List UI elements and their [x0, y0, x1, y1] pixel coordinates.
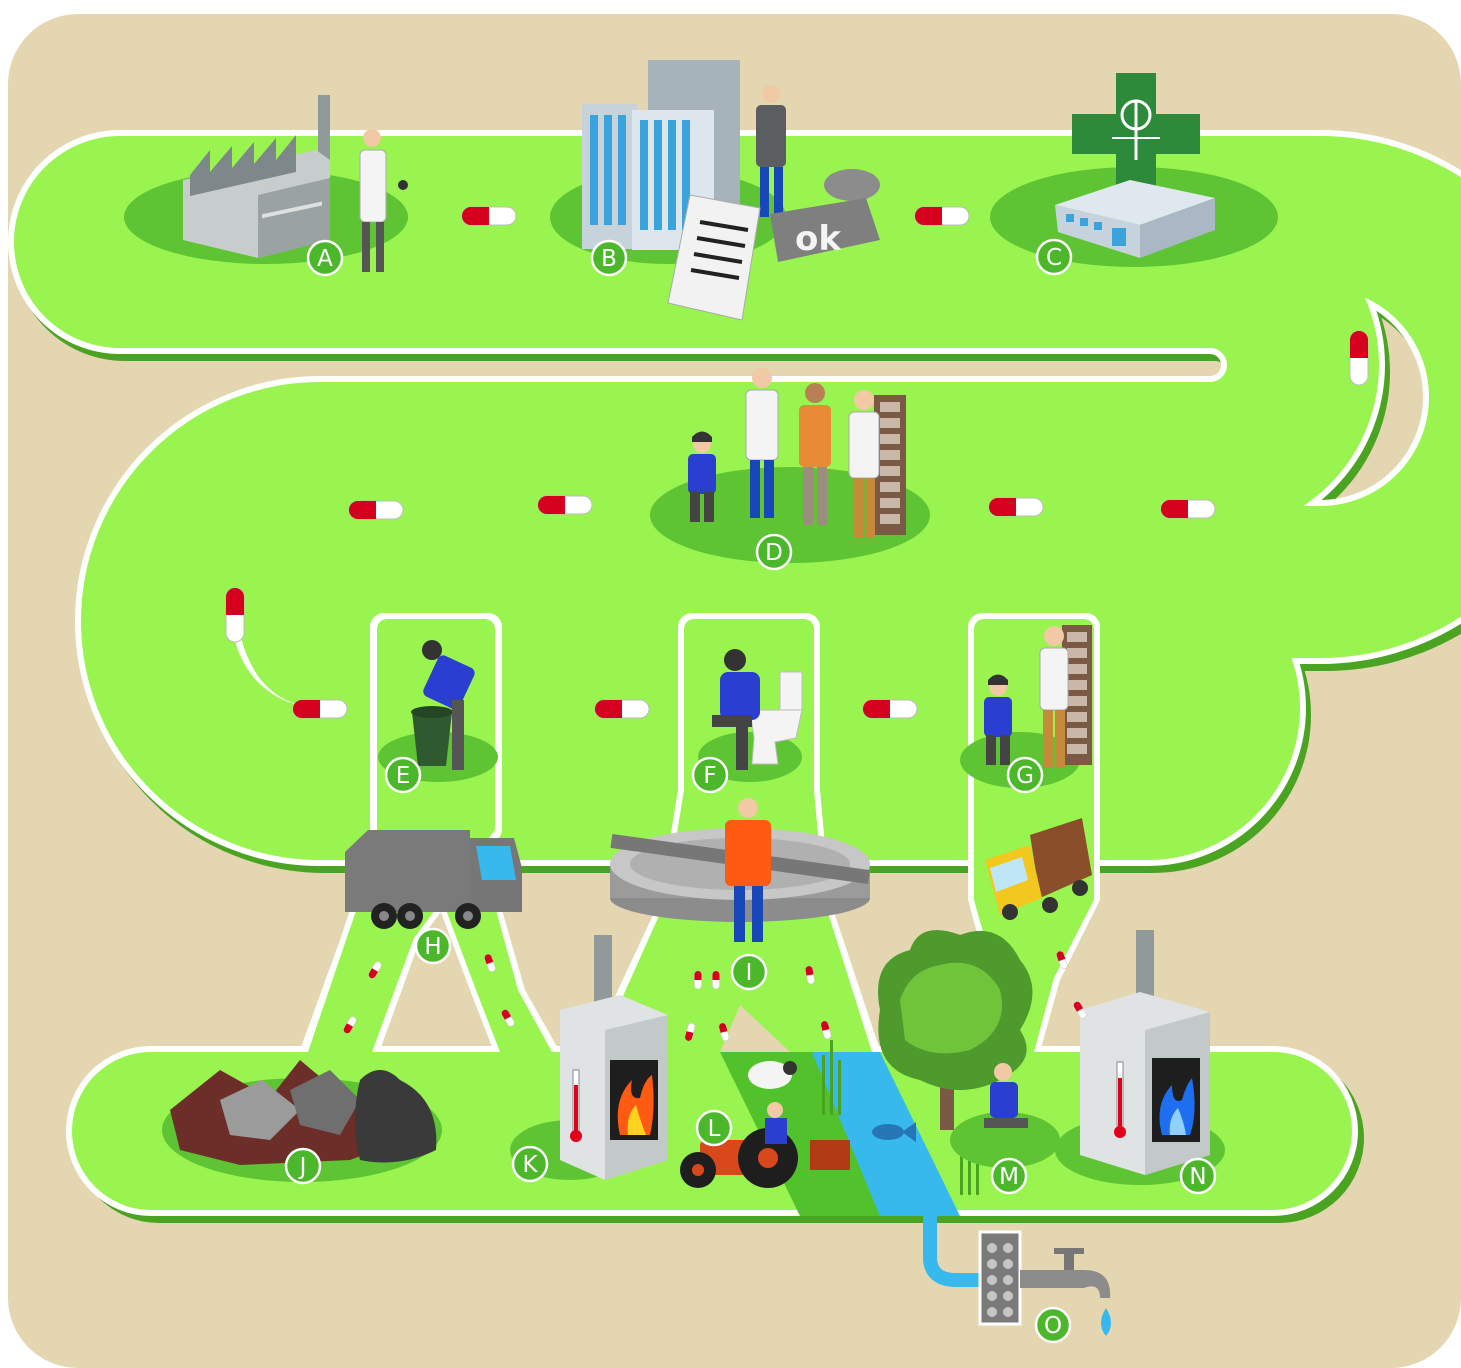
badge-label: C — [1046, 245, 1062, 271]
badge-label: A — [317, 246, 333, 272]
factory-chemist-icon — [183, 95, 408, 272]
badge-label: F — [703, 763, 716, 789]
doctor-pharmacist-patients-icon — [688, 368, 906, 538]
badge-label: O — [1044, 1313, 1062, 1339]
toilet-icon — [712, 649, 803, 770]
badge-j: J — [284, 1147, 322, 1185]
badge-a: A — [306, 239, 344, 277]
badge-n: N — [1179, 1157, 1217, 1195]
badge-label: J — [298, 1154, 307, 1180]
badge-c: C — [1035, 238, 1073, 276]
incinerator-fire-icon — [560, 935, 668, 1180]
delivery-truck-icon — [985, 818, 1092, 920]
water-pipe — [923, 1214, 984, 1287]
badge-h: H — [414, 927, 452, 965]
badge-label: L — [708, 1116, 721, 1142]
tree-person-icon — [878, 930, 1033, 1130]
reeds-icon — [822, 1040, 979, 1195]
pill-capsule — [914, 206, 970, 226]
badge-label: M — [999, 1164, 1019, 1190]
fish-icon — [872, 1122, 916, 1142]
badge-e: E — [384, 756, 422, 794]
garbage-truck-icon — [345, 830, 522, 929]
pill-capsule — [1349, 330, 1369, 386]
badge-g: G — [1006, 756, 1044, 794]
pill-small — [694, 970, 702, 990]
pill-capsule — [461, 206, 517, 226]
pill-capsule — [862, 699, 918, 719]
pill-capsule — [225, 587, 245, 643]
badge-label: D — [765, 540, 783, 566]
badge-b: B — [590, 239, 628, 277]
badge-label: G — [1016, 763, 1034, 789]
tractor-field-icon — [680, 1061, 850, 1188]
badge-label: I — [746, 960, 753, 986]
river-and-field — [720, 1040, 984, 1287]
wastewater-plant-icon — [610, 798, 870, 942]
main-road — [8, 130, 1461, 873]
badge-k: K — [511, 1145, 549, 1183]
ok-stamp: ok — [795, 219, 842, 259]
badge-l: L — [695, 1109, 733, 1147]
incinerator-gas-icon — [1080, 930, 1210, 1175]
badge-label: E — [396, 763, 411, 789]
trash-bin-icon — [411, 640, 475, 770]
pill-capsule — [988, 497, 1044, 517]
badge-m: M — [990, 1157, 1028, 1195]
office-approval-icon: ok — [582, 60, 880, 321]
badge-label: H — [424, 934, 441, 960]
landfill-icon — [170, 1060, 437, 1165]
badge-f: F — [691, 756, 729, 794]
badge-label: K — [522, 1152, 538, 1178]
badge-i: I — [730, 953, 768, 991]
pill-small — [712, 970, 720, 990]
water-drop-icon — [1101, 1308, 1111, 1336]
pharmacy-cross-icon — [1055, 73, 1215, 258]
badge-d: D — [755, 533, 793, 571]
badge-o: O — [1034, 1306, 1072, 1344]
tap-water-icon — [978, 1230, 1111, 1336]
badge-label: N — [1189, 1164, 1206, 1190]
pill-capsule — [348, 500, 404, 520]
pill-capsule — [1160, 499, 1216, 519]
pill-capsule — [292, 699, 348, 719]
pill-capsule — [537, 495, 593, 515]
pharmacy-return-icon — [984, 625, 1092, 768]
sheep-icon — [748, 1061, 792, 1089]
badge-label: B — [601, 246, 617, 272]
pill-capsule — [594, 699, 650, 719]
